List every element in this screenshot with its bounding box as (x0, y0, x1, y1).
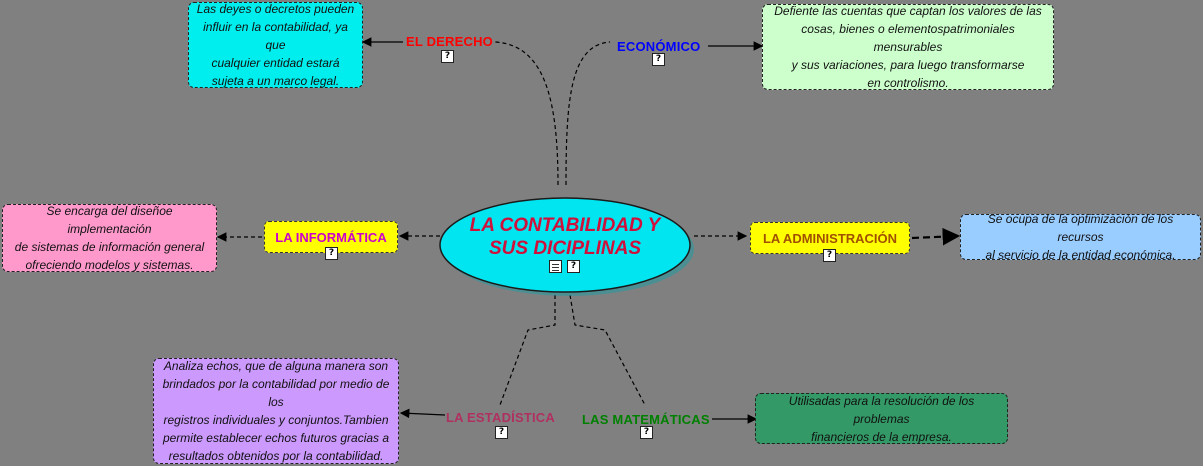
note-economico: Defiente las cuentas que captan los valo… (762, 4, 1054, 90)
branch-administracion-label[interactable]: LA ADMINISTRACIÓN (750, 222, 910, 254)
branch-economico-label[interactable]: ECONÓMICO (617, 39, 701, 54)
help-icon[interactable]: ? (640, 426, 653, 439)
link-estadistica-note (399, 408, 446, 419)
link-derecho (494, 41, 559, 186)
note-administracion: Se ocupa de la optimización de los recur… (960, 212, 1201, 262)
help-icon[interactable]: ? (652, 53, 665, 66)
central-node-shape (439, 197, 691, 293)
central-title-line1: LA CONTABILIDAD Y (469, 215, 661, 236)
note-derecho: Las deyes o decretos pueden influir en l… (188, 2, 363, 88)
central-node-title[interactable]: LA CONTABILIDAD Y SUS DICIPLINAS (445, 214, 685, 260)
note-matematicas: Utilisadas para la resolución de los pro… (755, 393, 1008, 444)
help-icon[interactable]: ? (325, 247, 338, 260)
branch-estadistica-label[interactable]: LA ESTADÍSTICA (446, 410, 555, 425)
link-economico (565, 41, 611, 186)
help-icon[interactable]: ? (495, 426, 508, 439)
help-icon[interactable]: ? (441, 50, 454, 63)
branch-derecho-label[interactable]: EL DERECHO (406, 34, 493, 49)
help-icon[interactable]: ? (567, 260, 580, 273)
central-title-line2: SUS DICIPLINAS (488, 238, 642, 259)
link-estadistica (499, 295, 556, 406)
link-matematicas (569, 294, 646, 406)
note-estadistica: Analiza echos, que de alguna manera son … (153, 358, 399, 464)
help-icon[interactable]: ? (823, 249, 836, 262)
branch-matematicas-label[interactable]: LAS MATEMÁTICAS (582, 412, 710, 427)
note-informatica: Se encarga del diseñoe implementación de… (2, 204, 217, 272)
link-administracion-note (911, 227, 961, 246)
document-icon[interactable] (549, 260, 562, 273)
